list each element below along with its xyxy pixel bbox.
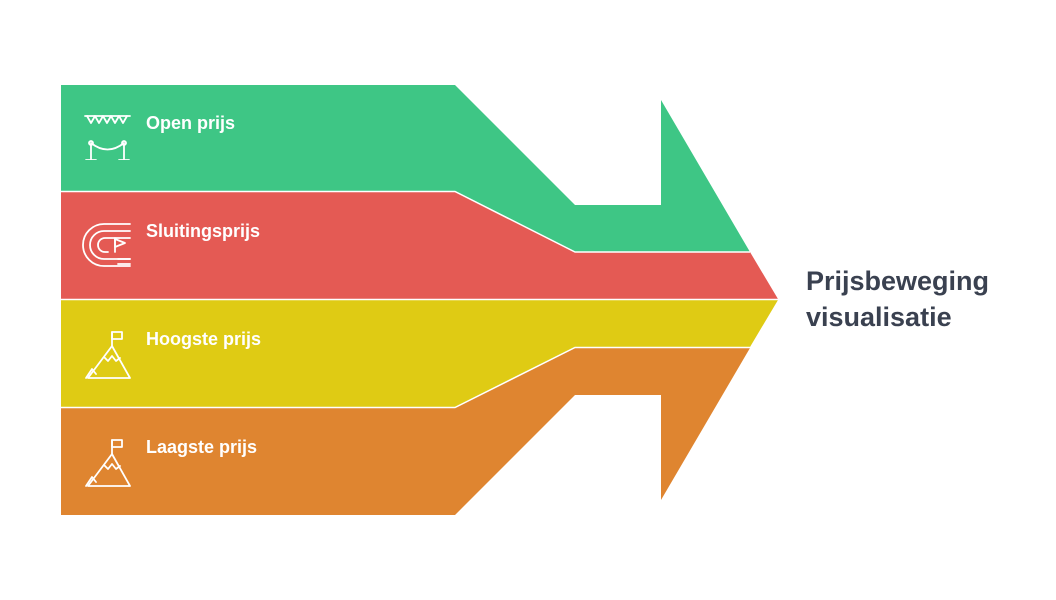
band-sluitingsprijs-shape: [61, 192, 778, 299]
band-label-hoogste-prijs: Hoogste prijs: [146, 329, 262, 349]
band-label-open-prijs: Open prijs: [146, 113, 236, 133]
band-open-prijs-shape: [61, 85, 750, 252]
diagram-title: Prijsbeweging visualisatie: [806, 263, 1046, 335]
separator-line: [61, 190, 750, 253]
band-hoogste-prijs-shape: [61, 300, 778, 407]
diagram-title-line2: visualisatie: [806, 302, 952, 332]
band-label-sluitingsprijs: Sluitingsprijs: [146, 221, 261, 241]
mountain-flag-icon: [82, 328, 134, 380]
band-label-laagste-prijs: Laagste prijs: [146, 437, 258, 457]
separator-line: [61, 346, 750, 409]
finish-track-icon: [82, 220, 134, 272]
diagram-title-line1: Prijsbeweging: [806, 266, 990, 296]
band-laagste-prijs-shape: [61, 348, 750, 515]
mountain-flag-icon: [82, 436, 134, 488]
bunting-rope-icon: [82, 108, 134, 160]
